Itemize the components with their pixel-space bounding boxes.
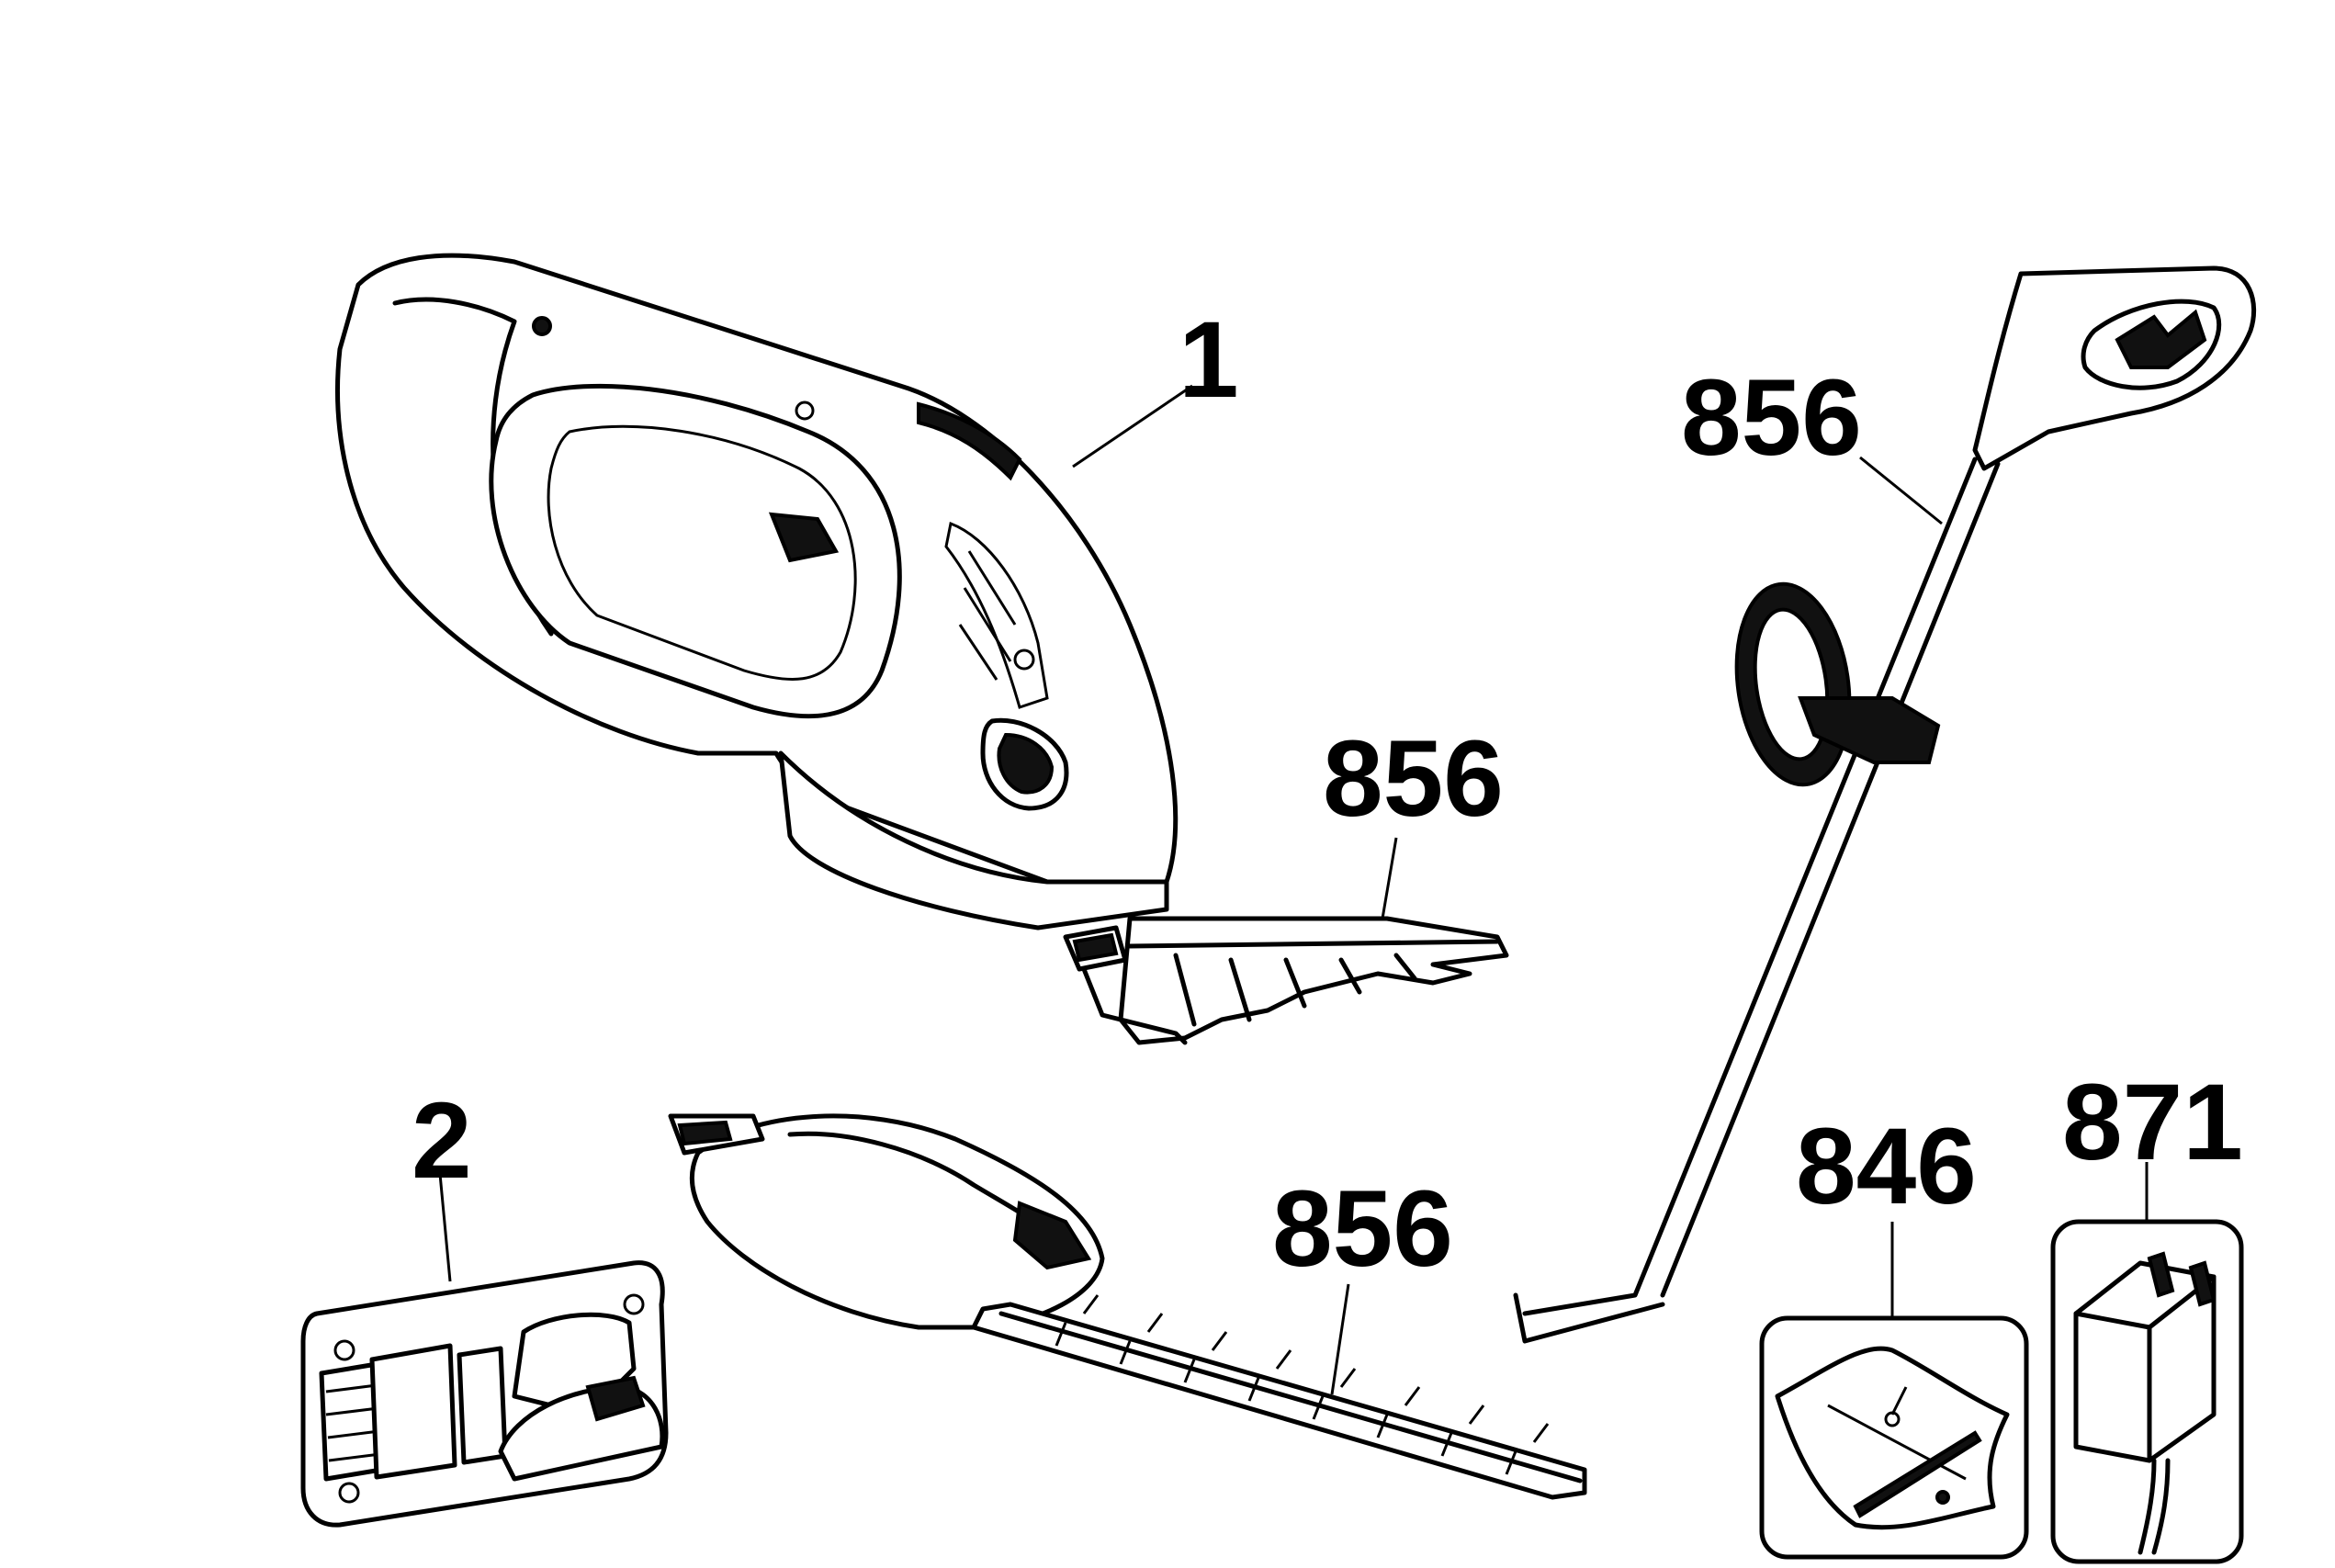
- hardware-bag-callout: 846: [1796, 1106, 1977, 1227]
- charger-illustration: [2050, 1162, 2244, 1564]
- housing-callout: 1: [1179, 299, 1239, 421]
- charger-callout: 871: [2062, 1062, 2243, 1183]
- extension-pole-illustration: [1513, 265, 2257, 1344]
- hedge-blade-illustration: [668, 1113, 1587, 1500]
- battery-pack-illustration: [300, 1173, 669, 1528]
- hedge-blade-callout: 856: [1272, 1168, 1453, 1290]
- shear-blade-illustration: [1063, 837, 1509, 1045]
- housing-illustration: [335, 253, 1193, 931]
- shear-blade-callout: 856: [1323, 718, 1504, 840]
- battery-pack-callout: 2: [412, 1080, 472, 1201]
- hardware-bag-illustration: [1759, 1222, 2029, 1560]
- extension-pole-callout: 856: [1681, 357, 1862, 479]
